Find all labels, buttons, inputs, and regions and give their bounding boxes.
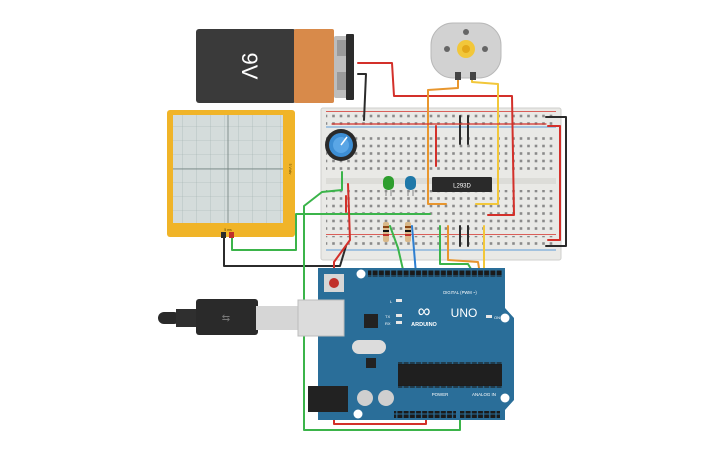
- battery-label: 9V: [237, 53, 262, 80]
- resistor-2[interactable]: [405, 222, 411, 242]
- arduino-infinity-icon: ∞: [418, 301, 431, 321]
- wire-rail-black-right: [545, 116, 567, 247]
- wire-led-blue: [411, 225, 417, 275]
- wire-battery-negative: [357, 73, 367, 121]
- digital-header: DIGITAL (PWM ~): [443, 290, 477, 295]
- power-header: POWER: [432, 392, 449, 397]
- arduino-logo-text: ARDUINO: [411, 322, 437, 328]
- wire-rail-red-right: [547, 125, 561, 241]
- led-l-label: L: [390, 299, 393, 304]
- resistor-1[interactable]: [383, 222, 389, 242]
- arduino-uno[interactable]: DIGITAL (PWM ~) ∞ ARDUINO UNO L TX RX ON…: [297, 268, 514, 420]
- led-rx-label: RX: [385, 321, 391, 326]
- analog-header: ANALOG IN: [472, 392, 496, 397]
- wire-scope-green: [231, 213, 431, 251]
- green-led[interactable]: [383, 176, 394, 196]
- wire-motor-orange: [427, 73, 459, 205]
- led-tx-label: TX: [385, 314, 390, 319]
- wire-scope-black: [223, 235, 347, 267]
- wire-battery-positive: [357, 62, 515, 216]
- l293d-chip[interactable]: L293D: [432, 177, 492, 192]
- ic-label: L293D: [453, 184, 471, 190]
- battery-9v[interactable]: 9V: [196, 29, 354, 103]
- blue-led[interactable]: [405, 176, 416, 196]
- scope-side-label: 5 V/div: [288, 164, 292, 175]
- oscilloscope[interactable]: 5 V/div 5 ms: [167, 110, 295, 238]
- usb-cable: ⇆: [158, 299, 298, 335]
- on-label: ON: [494, 315, 500, 320]
- scope-bottom-label: 5 ms: [224, 228, 232, 232]
- wire-led-green: [389, 225, 405, 275]
- usb-icon: ⇆: [222, 313, 230, 324]
- arduino-model: UNO: [451, 306, 478, 320]
- wire-pot-green: [303, 171, 461, 431]
- potentiometer[interactable]: [325, 129, 357, 161]
- dc-motor[interactable]: [430, 22, 502, 80]
